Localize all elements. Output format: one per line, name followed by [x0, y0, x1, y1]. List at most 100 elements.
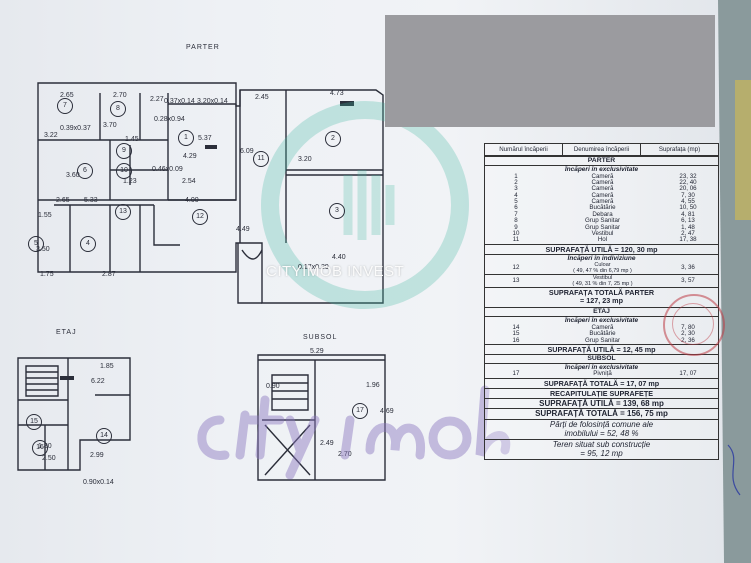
dim-label: 3.60: [66, 172, 80, 179]
dim-label: 5.33: [84, 197, 98, 204]
dim-label: 4.73: [330, 90, 344, 97]
row-room: Pivniță: [593, 370, 612, 378]
row-area: 2, 47: [681, 230, 695, 238]
land-line2: = 95, 12 mp: [580, 449, 623, 459]
table-row: 12 Culoar( 49, 47 % din 6,79 mp ) 3, 36: [485, 262, 718, 274]
row-area: 17, 38: [679, 236, 697, 244]
section-etaj: ETAJ: [485, 308, 718, 318]
dim-label: 0.46x0.09: [152, 166, 183, 173]
brand-watermark: CITYIMOB INVEST: [266, 263, 405, 280]
room-number: 7: [57, 98, 73, 114]
dim-label: 1.23: [123, 178, 137, 185]
section-parter: PARTER: [485, 156, 718, 166]
land-line1: Teren situat sub construcție: [485, 438, 718, 450]
row-room: Cameră: [591, 185, 614, 193]
room-number: 6: [77, 163, 93, 179]
signature-icon: [727, 444, 741, 496]
row-area: 3, 36: [681, 264, 695, 272]
dim-label: 5.37: [198, 135, 212, 142]
etaj-title: ETAJ: [56, 329, 77, 336]
dim-label: 6.09: [240, 148, 254, 155]
row-room: Vestibul: [592, 275, 613, 282]
header-cell: Suprafața (mp): [658, 146, 701, 153]
row-area: 3, 57: [681, 277, 695, 285]
row-room: Cameră: [591, 323, 614, 331]
row-room: Bucătărie: [589, 330, 616, 338]
room-number: 2: [325, 131, 341, 147]
shared-parts-line1: Părți de folosință comune ale: [485, 418, 718, 430]
row-area: 17, 07: [679, 370, 697, 378]
row-room: Bucătărie: [589, 204, 616, 212]
recap-total: SUPRAFAȚĂ TOTALĂ = 156, 75 mp: [485, 408, 718, 419]
dim-label: 2.70: [113, 92, 127, 99]
stamp-icon: [663, 294, 725, 356]
dim-label: 6.22: [91, 378, 105, 385]
row-area: 4, 55: [681, 198, 695, 206]
row-number: 5: [514, 198, 518, 206]
row-number: 6: [514, 204, 518, 212]
header-cell: Numărul încăperii: [485, 144, 563, 155]
row-number: 3: [514, 185, 518, 193]
row-room: Grup Sanitar: [584, 223, 621, 231]
row-number: 2: [514, 178, 518, 186]
subsection-exclusive: Încăperi în exclusivitate: [564, 166, 639, 173]
room-number: 1: [178, 130, 194, 146]
row-number: 1: [514, 172, 518, 180]
dim-label: 4.29: [183, 153, 197, 160]
row-room: Cameră: [591, 172, 614, 180]
recap-usable: SUPRAFAȚĂ UTILĂ = 139, 68 mp: [539, 398, 664, 408]
table-row: 5 Cameră 4, 55: [485, 198, 718, 206]
dim-label: 2.50: [42, 455, 56, 462]
dim-label: 1.80: [38, 443, 52, 450]
section-subsol: SUBSOL: [485, 355, 718, 364]
dim-label: 2.45: [255, 94, 269, 101]
row-number: 13: [512, 277, 520, 285]
row-area: 7, 30: [681, 191, 695, 199]
row-room: Cameră: [591, 198, 614, 206]
dim-label: 2.49: [320, 440, 334, 447]
recap-title: RECAPITULAȚIE SUPRAFEȚE: [485, 389, 718, 399]
dim-label: 3.20x0.14: [197, 98, 228, 105]
room-number: 9: [116, 143, 132, 159]
dim-label: 4.00: [185, 197, 199, 204]
dim-label: 2.99: [90, 452, 104, 459]
dim-label: 0.90: [266, 383, 280, 390]
row-area: 4, 81: [681, 210, 695, 218]
room-number: 11: [253, 151, 269, 167]
row-number: 12: [512, 264, 520, 272]
room-number: 15: [26, 414, 42, 430]
etaj-usable-area: SUPRAFAȚĂ UTILĂ = 12, 45 mp: [485, 343, 718, 355]
table-row: 3 Cameră 20, 06: [485, 185, 718, 193]
dim-label: 1.55: [38, 212, 52, 219]
room-number: 14: [96, 428, 112, 444]
parter-total-value: = 127, 23 mp: [580, 296, 623, 306]
table-header: Numărul încăperii Denumirea încăperii Su…: [485, 144, 718, 156]
row-area: 10, 50: [679, 204, 697, 212]
subsection-exclusive: Încăperi în exclusivitate: [564, 317, 639, 325]
row-note: ( 49, 47 % din 6,79 mp ): [573, 268, 632, 275]
room-number: 16: [32, 440, 48, 456]
dim-label: 2.65: [56, 197, 70, 204]
dim-label: 4.40: [332, 254, 346, 261]
row-area: 20, 06: [679, 185, 697, 193]
parter-title: PARTER: [186, 44, 220, 51]
header-cell: Denumirea încăperii: [563, 144, 641, 155]
row-room: Debara: [592, 210, 613, 218]
row-area: 22, 40: [679, 178, 697, 186]
dim-label: 5.29: [310, 348, 324, 355]
room-number: 8: [110, 101, 126, 117]
room-number: 3: [329, 203, 345, 219]
row-room: Grup Sanitar: [584, 217, 621, 225]
row-room: Grup Sanitar: [584, 336, 621, 344]
stamp-inner-icon: [672, 303, 714, 345]
parter-usable-area: SUPRAFAȚĂ UTILĂ = 120, 30 mp: [485, 243, 718, 255]
logo-watermark-icon: [197, 385, 511, 480]
dim-label: 3.50: [36, 246, 50, 253]
